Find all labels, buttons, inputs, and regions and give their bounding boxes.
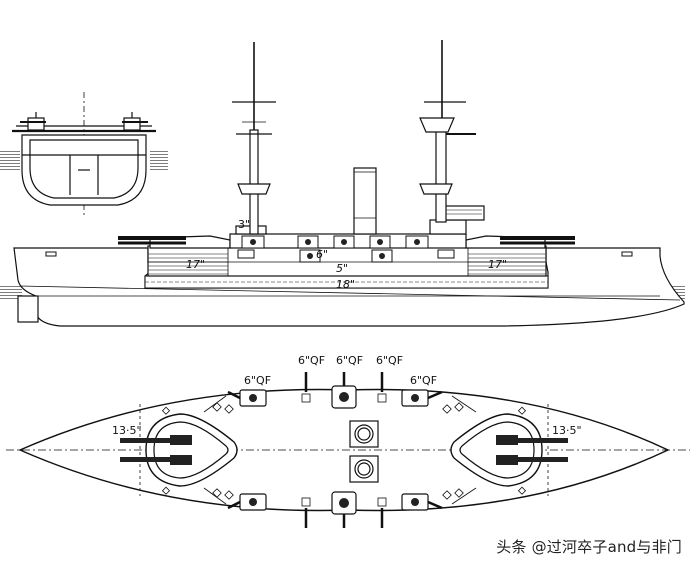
- label-qf-4: 6"QF: [244, 374, 271, 387]
- label-gun-135-fore: 13·5": [112, 424, 142, 437]
- deck-labels: 6"QF 6"QF 6"QF 6"QF 6"QF 13·5" 13·5": [112, 354, 582, 437]
- cross-section: [0, 92, 168, 218]
- label-armor-5: 5": [336, 262, 348, 275]
- deck-plan: [6, 372, 690, 528]
- label-armor-6: 6": [316, 248, 328, 261]
- watermark: 头条 @过河卒子and与非门: [496, 538, 682, 556]
- label-armor-18: 18": [336, 278, 355, 291]
- label-qf-3: 6"QF: [376, 354, 403, 367]
- label-qf-2: 6"QF: [336, 354, 363, 367]
- profile-labels: 3" 17" 17" 6" 5" 18": [186, 218, 507, 291]
- label-qf-5: 6"QF: [410, 374, 437, 387]
- label-armor-17-right: 17": [488, 258, 507, 271]
- label-qf-1: 6"QF: [298, 354, 325, 367]
- label-gun-135-aft: 13·5": [552, 424, 582, 437]
- side-profile: [0, 40, 685, 327]
- label-3in: 3": [238, 218, 250, 231]
- label-armor-17-left: 17": [186, 258, 205, 271]
